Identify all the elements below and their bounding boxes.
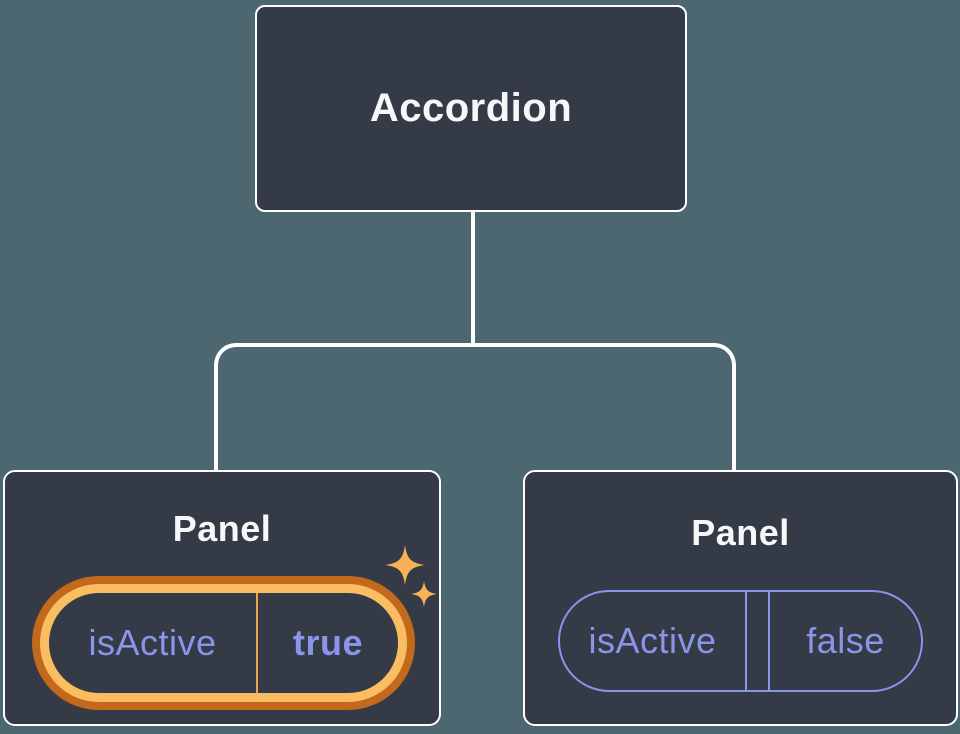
connector-stem — [471, 210, 475, 347]
state-key-cell: isActive — [49, 593, 258, 693]
state-pill-active: isActive true — [40, 584, 407, 702]
state-value-cell: false — [770, 592, 921, 690]
tree-node-panel-active: Panel isActive true — [3, 470, 441, 726]
tree-node-panel-inactive: Panel isActive false — [523, 470, 958, 726]
state-key-label: isActive — [588, 620, 717, 661]
state-key-label: isActive — [88, 622, 217, 663]
sparkles-icon — [385, 545, 437, 607]
state-value-label: true — [292, 622, 363, 663]
tree-node-accordion: Accordion — [255, 5, 687, 212]
state-pill-inactive: isActive false — [558, 590, 923, 692]
sparkle-large-icon — [385, 545, 425, 585]
state-value-cell: true — [258, 593, 398, 693]
sparkle-small-icon — [411, 581, 437, 607]
panel-node-label: Panel — [691, 512, 790, 553]
accordion-node-label: Accordion — [369, 86, 573, 130]
panel-node-label: Panel — [172, 508, 272, 549]
state-key-cell: isActive — [560, 592, 745, 690]
pill-divider — [745, 592, 770, 690]
state-value-label: false — [806, 620, 885, 661]
connector-bracket — [214, 343, 736, 470]
